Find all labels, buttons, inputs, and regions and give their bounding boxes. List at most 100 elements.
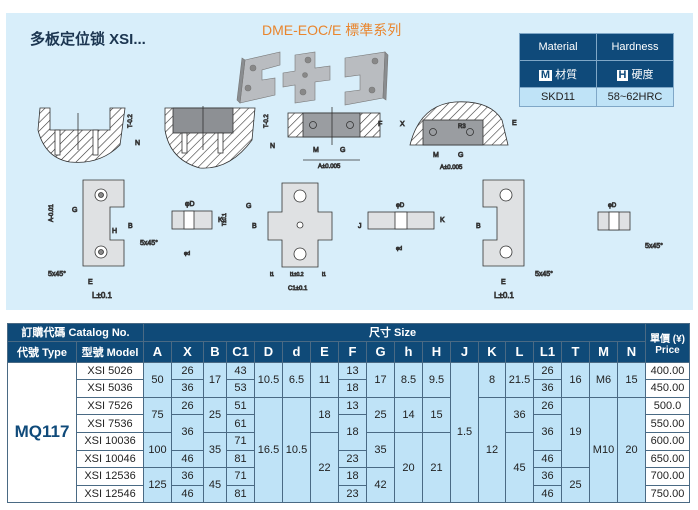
type-header: 代號 Type	[7, 340, 77, 363]
label-t01: T±0.1	[222, 213, 228, 226]
label-t-2: T-0.2	[264, 114, 270, 128]
cell-G: 17	[366, 361, 395, 398]
cell-H: 9.5	[422, 361, 451, 398]
cell-D: 16.5	[254, 396, 283, 504]
cell-h: 14	[394, 396, 423, 433]
column-header-L1: L1	[533, 340, 562, 363]
label-chamfer: 5x45°	[48, 270, 66, 278]
cell-L: 36	[505, 396, 534, 433]
cell-K: 12	[478, 396, 506, 504]
label-e: E	[88, 279, 93, 286]
model-cell: XSI 5036	[76, 379, 144, 398]
column-header-M: M	[589, 340, 618, 363]
iso-block-right	[344, 51, 389, 106]
price-cell: 550.00	[645, 414, 690, 433]
column-header-X: X	[171, 340, 204, 363]
model-cell: XSI 5026	[76, 361, 144, 381]
label-a-tol-2: A±0.005	[440, 165, 463, 171]
technical-drawings: T-0.2 N T-0.2 N F X M G A±0.005 R3 M G A…	[37, 51, 664, 300]
cell-B: 45	[203, 467, 227, 504]
side-view-small: φD K T±0.1 5x45° φd	[140, 201, 229, 258]
label-c1: C1±0.1	[288, 286, 308, 292]
cell-C1: 81	[226, 449, 255, 469]
cell-L1: 46	[533, 484, 562, 504]
price-cell: 600.00	[645, 431, 690, 451]
cell-T: 16	[561, 361, 590, 398]
label-l1-tol: l1±0.2	[290, 272, 304, 278]
section-view-4: R3 M G A±0.005 E	[409, 101, 517, 171]
label-t: T-0.2	[128, 114, 134, 128]
label-phid-4: φD	[608, 203, 617, 209]
label-b-3: B	[476, 223, 481, 230]
cell-B: 25	[203, 396, 227, 433]
column-header-C1: C1	[226, 340, 255, 363]
column-header-h: h	[394, 340, 423, 363]
column-header-G: G	[366, 340, 395, 363]
section-view-3: F X M G A±0.005	[287, 107, 405, 170]
model-cell: XSI 10046	[76, 449, 144, 469]
iso-block-cross	[282, 51, 331, 104]
cell-L1: 46	[533, 449, 562, 469]
label-g-2: G	[458, 152, 463, 159]
column-header-T: T	[561, 340, 590, 363]
column-header-J: J	[450, 340, 479, 363]
cell-L1: 36	[533, 379, 562, 398]
cell-F: 18	[338, 467, 367, 486]
label-chamfer-4: 5x45°	[645, 242, 663, 250]
cell-L1: 26	[533, 396, 562, 416]
plan-view-left-block: A-0.01 G B H 5x45° E L±0.1	[48, 179, 133, 300]
cell-G: 25	[366, 396, 395, 433]
label-b-2: B	[252, 223, 257, 230]
price-cell: 700.00	[645, 467, 690, 486]
m-badge: M	[538, 69, 553, 81]
cell-d: 10.5	[282, 396, 311, 504]
label-k-2: K	[440, 217, 445, 224]
cell-L: 45	[505, 431, 534, 504]
cell-F: 13	[338, 361, 367, 381]
label-a-tol: A±0.005	[318, 164, 341, 170]
cell-F: 18	[338, 414, 367, 451]
cell-B: 17	[203, 361, 227, 398]
material-cn-label: 材質	[555, 69, 578, 81]
cell-L1: 36	[533, 414, 562, 451]
iso-block-left	[236, 51, 281, 104]
cell-C1: 71	[226, 467, 255, 486]
price-header: 單價 (¥) Price	[645, 323, 690, 363]
label-l1-b: l1	[322, 272, 326, 278]
cell-A: 50	[143, 361, 172, 398]
size-header: 尺寸 Size	[143, 323, 646, 342]
label-phid-2: φD	[396, 203, 405, 209]
h-badge: H	[616, 69, 629, 81]
label-l1-a: l1	[270, 272, 274, 278]
label-phid: φd	[184, 251, 190, 257]
cell-X: 36	[171, 414, 204, 451]
cell-X: 36	[171, 467, 204, 486]
cell-H: 21	[422, 431, 451, 504]
label-n-2: N	[270, 143, 275, 150]
label-x: X	[400, 121, 405, 128]
price-cell: 750.00	[645, 484, 690, 504]
label-l: L±0.1	[92, 291, 113, 300]
cell-T: 19	[561, 396, 590, 469]
hardness-header: Hardness	[596, 33, 674, 61]
cell-C1: 81	[226, 484, 255, 504]
column-header-K: K	[478, 340, 506, 363]
model-header: 型號 Model	[76, 340, 144, 363]
label-chamfer-3: 5x45°	[535, 270, 553, 278]
model-cell: XSI 7526	[76, 396, 144, 416]
cell-L: 21.5	[505, 361, 534, 398]
cell-X: 46	[171, 449, 204, 469]
cell-F: 13	[338, 396, 367, 416]
column-header-L: L	[505, 340, 534, 363]
cell-G: 42	[366, 467, 395, 504]
price-cell: 650.00	[645, 449, 690, 469]
label-m-2: M	[433, 152, 439, 159]
label-g: G	[340, 147, 345, 154]
